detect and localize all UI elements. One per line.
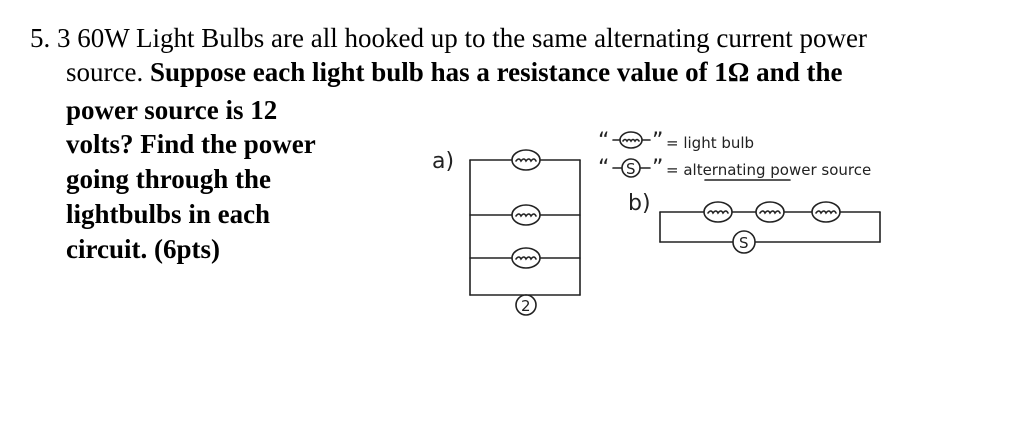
- question-line-2-regular: source.: [66, 57, 144, 87]
- question-line-7: circuit. (6pts): [66, 234, 220, 264]
- legend-source-text: = alternating power source: [666, 161, 871, 179]
- question-line-2-bold: Suppose each light bulb has a resistance…: [149, 57, 843, 87]
- question-number: 5.: [30, 23, 51, 53]
- legend-bulb-quote-close: ”: [652, 129, 663, 154]
- legend-bulb-quote-open: “: [598, 129, 609, 154]
- light-bulb-icon: [811, 201, 841, 223]
- question-line-1: 5. 3 60W Light Bulbs are all hooked up t…: [30, 22, 867, 54]
- legend-source-quote-close: ”: [652, 156, 663, 181]
- legend-source-quote-open: “: [598, 156, 609, 181]
- question-line-4: volts? Find the power: [66, 129, 316, 159]
- light-bulb-icon: [511, 204, 541, 226]
- legend-bulb-text: = light bulb: [666, 134, 754, 152]
- question-line-3: power source is 12: [66, 95, 278, 125]
- light-bulb-icon: [511, 247, 541, 269]
- question-line-1-text: 3 60W Light Bulbs are all hooked up to t…: [57, 23, 868, 53]
- question-line-6: lightbulbs in each: [66, 199, 271, 229]
- power-source-icon: S: [621, 158, 641, 178]
- circuit-a-label: a): [432, 149, 454, 174]
- circuit-b: S: [659, 201, 881, 254]
- light-bulb-icon: [755, 201, 785, 223]
- circuit-a-source-symbol: 2: [521, 297, 531, 315]
- power-source-icon: S: [732, 230, 756, 254]
- question-line-2: source. Suppose each light bulb has a re…: [66, 56, 842, 88]
- light-bulb-icon: [703, 201, 733, 223]
- circuit-a: 2: [469, 149, 581, 316]
- circuit-b-label: b): [628, 191, 651, 216]
- light-bulb-icon: [619, 131, 643, 149]
- legend: “ ” = light bulb “ S ” = alternating pow…: [598, 129, 871, 181]
- power-source-icon: 2: [515, 294, 537, 316]
- light-bulb-icon: [511, 149, 541, 171]
- question-line-5: going through the: [66, 164, 272, 194]
- circuit-b-source-symbol: S: [739, 234, 749, 252]
- legend-source-symbol: S: [626, 160, 636, 178]
